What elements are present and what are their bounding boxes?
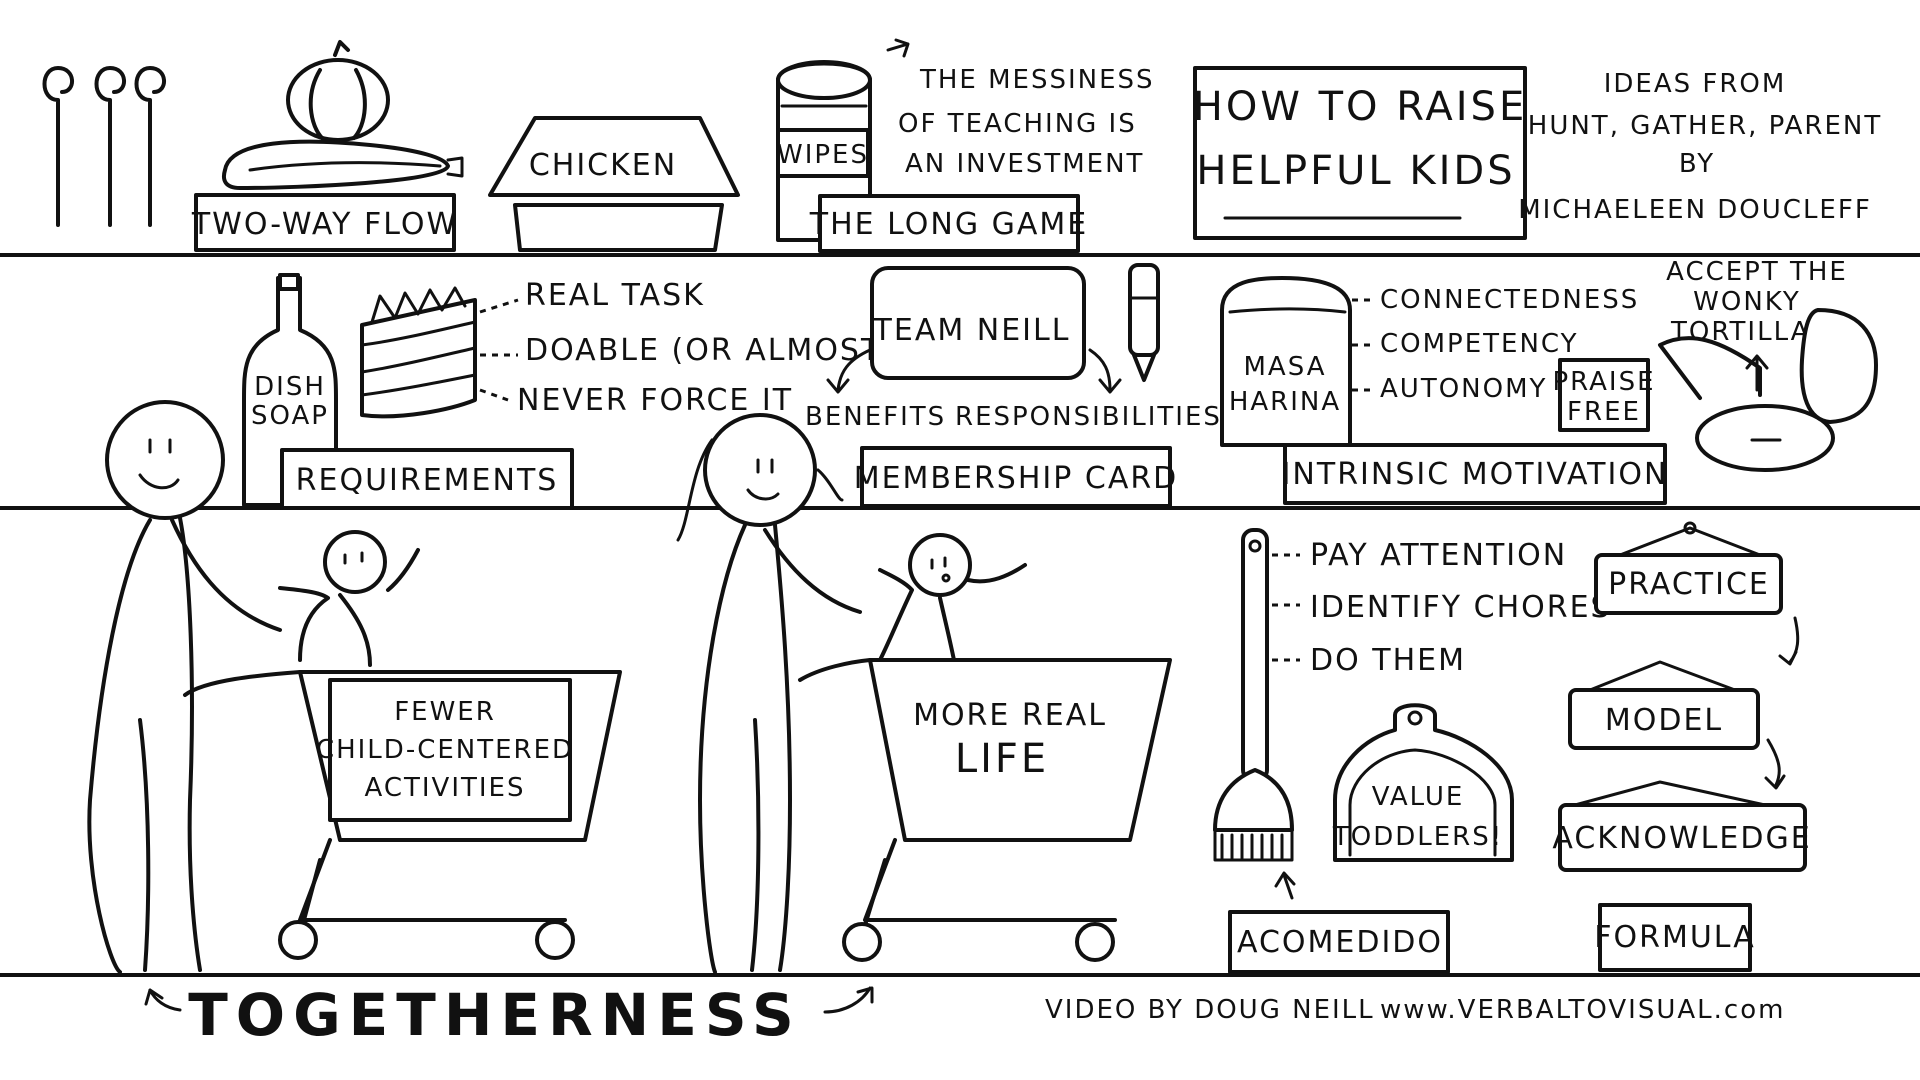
arrow-to-messiness xyxy=(886,38,910,58)
formula-step-2: MODEL xyxy=(1605,703,1723,738)
requirement-item-1: REAL TASK xyxy=(525,278,705,313)
two-way-flow-label: TWO-WAY FLOW xyxy=(191,207,458,242)
acomedido-item-1: PAY ATTENTION xyxy=(1310,538,1567,573)
pumpkin-icon xyxy=(286,40,390,142)
wonky-line-2: WONKY xyxy=(1693,287,1801,317)
motivation-item-2: COMPETENCY xyxy=(1380,329,1579,359)
motivation-item-1: CONNECTEDNESS xyxy=(1380,285,1639,315)
requirement-connector-3 xyxy=(479,388,509,402)
child-figure-right xyxy=(878,533,1027,667)
arrow-right-togetherness xyxy=(823,986,874,1014)
page-title-line-2: HELPFUL KIDS xyxy=(1196,148,1515,194)
value-toddlers-line-1: VALUE xyxy=(1372,782,1465,812)
cart-left-line-1: FEWER xyxy=(394,697,496,727)
cart-left-line-3: ACTIVITIES xyxy=(365,773,526,803)
messiness-line-3: AN INVESTMENT xyxy=(905,149,1144,179)
source-line-4: MICHAELEEN DOUCLEFF xyxy=(1518,195,1872,225)
team-neill-label: TEAM NEILL xyxy=(873,313,1071,348)
acomedido-item-3: DO THEM xyxy=(1310,643,1466,678)
intrinsic-motivation-label: INTRINSIC MOTIVATION xyxy=(1282,457,1669,492)
child-figure-left xyxy=(278,530,420,667)
formula-label: FORMULA xyxy=(1594,920,1755,955)
acomedido-item-2: IDENTIFY CHORES xyxy=(1310,590,1612,625)
model-sign xyxy=(1568,660,1760,750)
membership-card-label: MEMBERSHIP CARD xyxy=(854,461,1179,496)
source-line-2: HUNT, GATHER, PARENT xyxy=(1528,111,1882,141)
zucchini-icon xyxy=(221,139,464,190)
responsibilities-label: RESPONSIBILITIES xyxy=(955,402,1222,432)
arrow-to-benefits xyxy=(826,348,872,394)
praise-free-line-1: PRAISE xyxy=(1552,367,1655,397)
acomedido-label-box xyxy=(1228,910,1450,974)
masa-harina-line-2: HARINA xyxy=(1229,387,1341,417)
page-title-line-1: HOW TO RAISE xyxy=(1193,84,1527,130)
wonky-line-1: ACCEPT THE xyxy=(1666,257,1848,287)
long-game-label-box xyxy=(818,194,1080,253)
requirements-label: REQUIREMENTS xyxy=(296,463,559,498)
messiness-line-1: THE MESSINESS xyxy=(919,65,1155,95)
cart-left-line-2: CHILD-CENTERED xyxy=(316,735,574,765)
praise-free-line-2: FREE xyxy=(1567,397,1641,427)
website-url: www.VERBALTOVISUAL.com xyxy=(1380,995,1785,1025)
chicken-package-icon xyxy=(488,116,740,252)
team-card-icon xyxy=(870,266,1086,380)
masa-harina-line-1: MASA xyxy=(1244,352,1327,382)
wonky-line-3: TORTILLAS xyxy=(1670,317,1829,347)
requirement-connector-1 xyxy=(479,298,519,314)
broom-icon xyxy=(1213,528,1294,862)
togetherness-label: TOGETHERNESS xyxy=(188,981,802,1049)
source-line-3: BY xyxy=(1679,149,1715,179)
formula-step-1: PRACTICE xyxy=(1608,567,1770,602)
messiness-line-2: OF TEACHING IS xyxy=(898,109,1137,139)
dish-soap-line-1: DISH xyxy=(254,372,326,402)
wipes-label: WIPES xyxy=(777,140,869,170)
title-box xyxy=(1193,66,1527,240)
long-game-label: THE LONG GAME xyxy=(809,207,1088,242)
dustpan-icon xyxy=(1333,703,1514,862)
membership-card-label-box xyxy=(860,446,1172,508)
arrow-to-broom xyxy=(1274,871,1296,900)
arrow-left-togetherness xyxy=(144,988,182,1012)
formula-step-3: ACKNOWLEDGE xyxy=(1552,821,1811,856)
hooks-icon xyxy=(42,66,166,227)
intrinsic-motivation-label-box xyxy=(1283,443,1667,505)
masa-harina-bag-icon xyxy=(1220,276,1352,447)
two-way-flow-label-box xyxy=(194,193,456,252)
requirements-label-box xyxy=(280,448,574,510)
arrow-to-wonky xyxy=(1745,354,1769,392)
source-line-1: IDEAS FROM xyxy=(1604,69,1787,99)
cart-right-line-1: MORE REAL xyxy=(913,698,1107,733)
cart-right-line-2: LIFE xyxy=(955,736,1049,782)
formula-label-box xyxy=(1598,903,1752,972)
dish-soap-line-2: SOAP xyxy=(251,401,329,431)
requirement-item-2: DOABLE (OR ALMOST) xyxy=(525,333,895,368)
value-toddlers-line-2: TODDLERS! xyxy=(1332,822,1503,852)
acomedido-label: ACOMEDIDO xyxy=(1237,925,1443,960)
parent-figure-right xyxy=(676,413,862,974)
arrow-model-to-acknowledge xyxy=(1764,738,1786,790)
requirement-item-3: NEVER FORCE IT xyxy=(517,383,793,418)
praise-free-tag xyxy=(1558,358,1650,432)
benefits-label: BENEFITS xyxy=(805,402,946,432)
shopping-cart-left-icon xyxy=(183,670,622,960)
arrow-practice-to-model xyxy=(1778,616,1800,666)
practice-sign xyxy=(1594,521,1783,615)
video-credit: VIDEO BY DOUG NEILL xyxy=(1045,995,1375,1025)
shopping-cart-right-icon xyxy=(798,658,1172,962)
sponge-stack-icon xyxy=(360,286,477,419)
marker-pen-icon xyxy=(1128,263,1160,382)
chicken-label: CHICKEN xyxy=(529,148,677,183)
tortilla-press-icon xyxy=(1658,308,1878,472)
arrow-to-responsibilities xyxy=(1088,348,1122,394)
acknowledge-sign xyxy=(1558,780,1807,872)
parent-figure-left xyxy=(87,400,282,974)
motivation-item-3: AUTONOMY xyxy=(1380,374,1547,404)
